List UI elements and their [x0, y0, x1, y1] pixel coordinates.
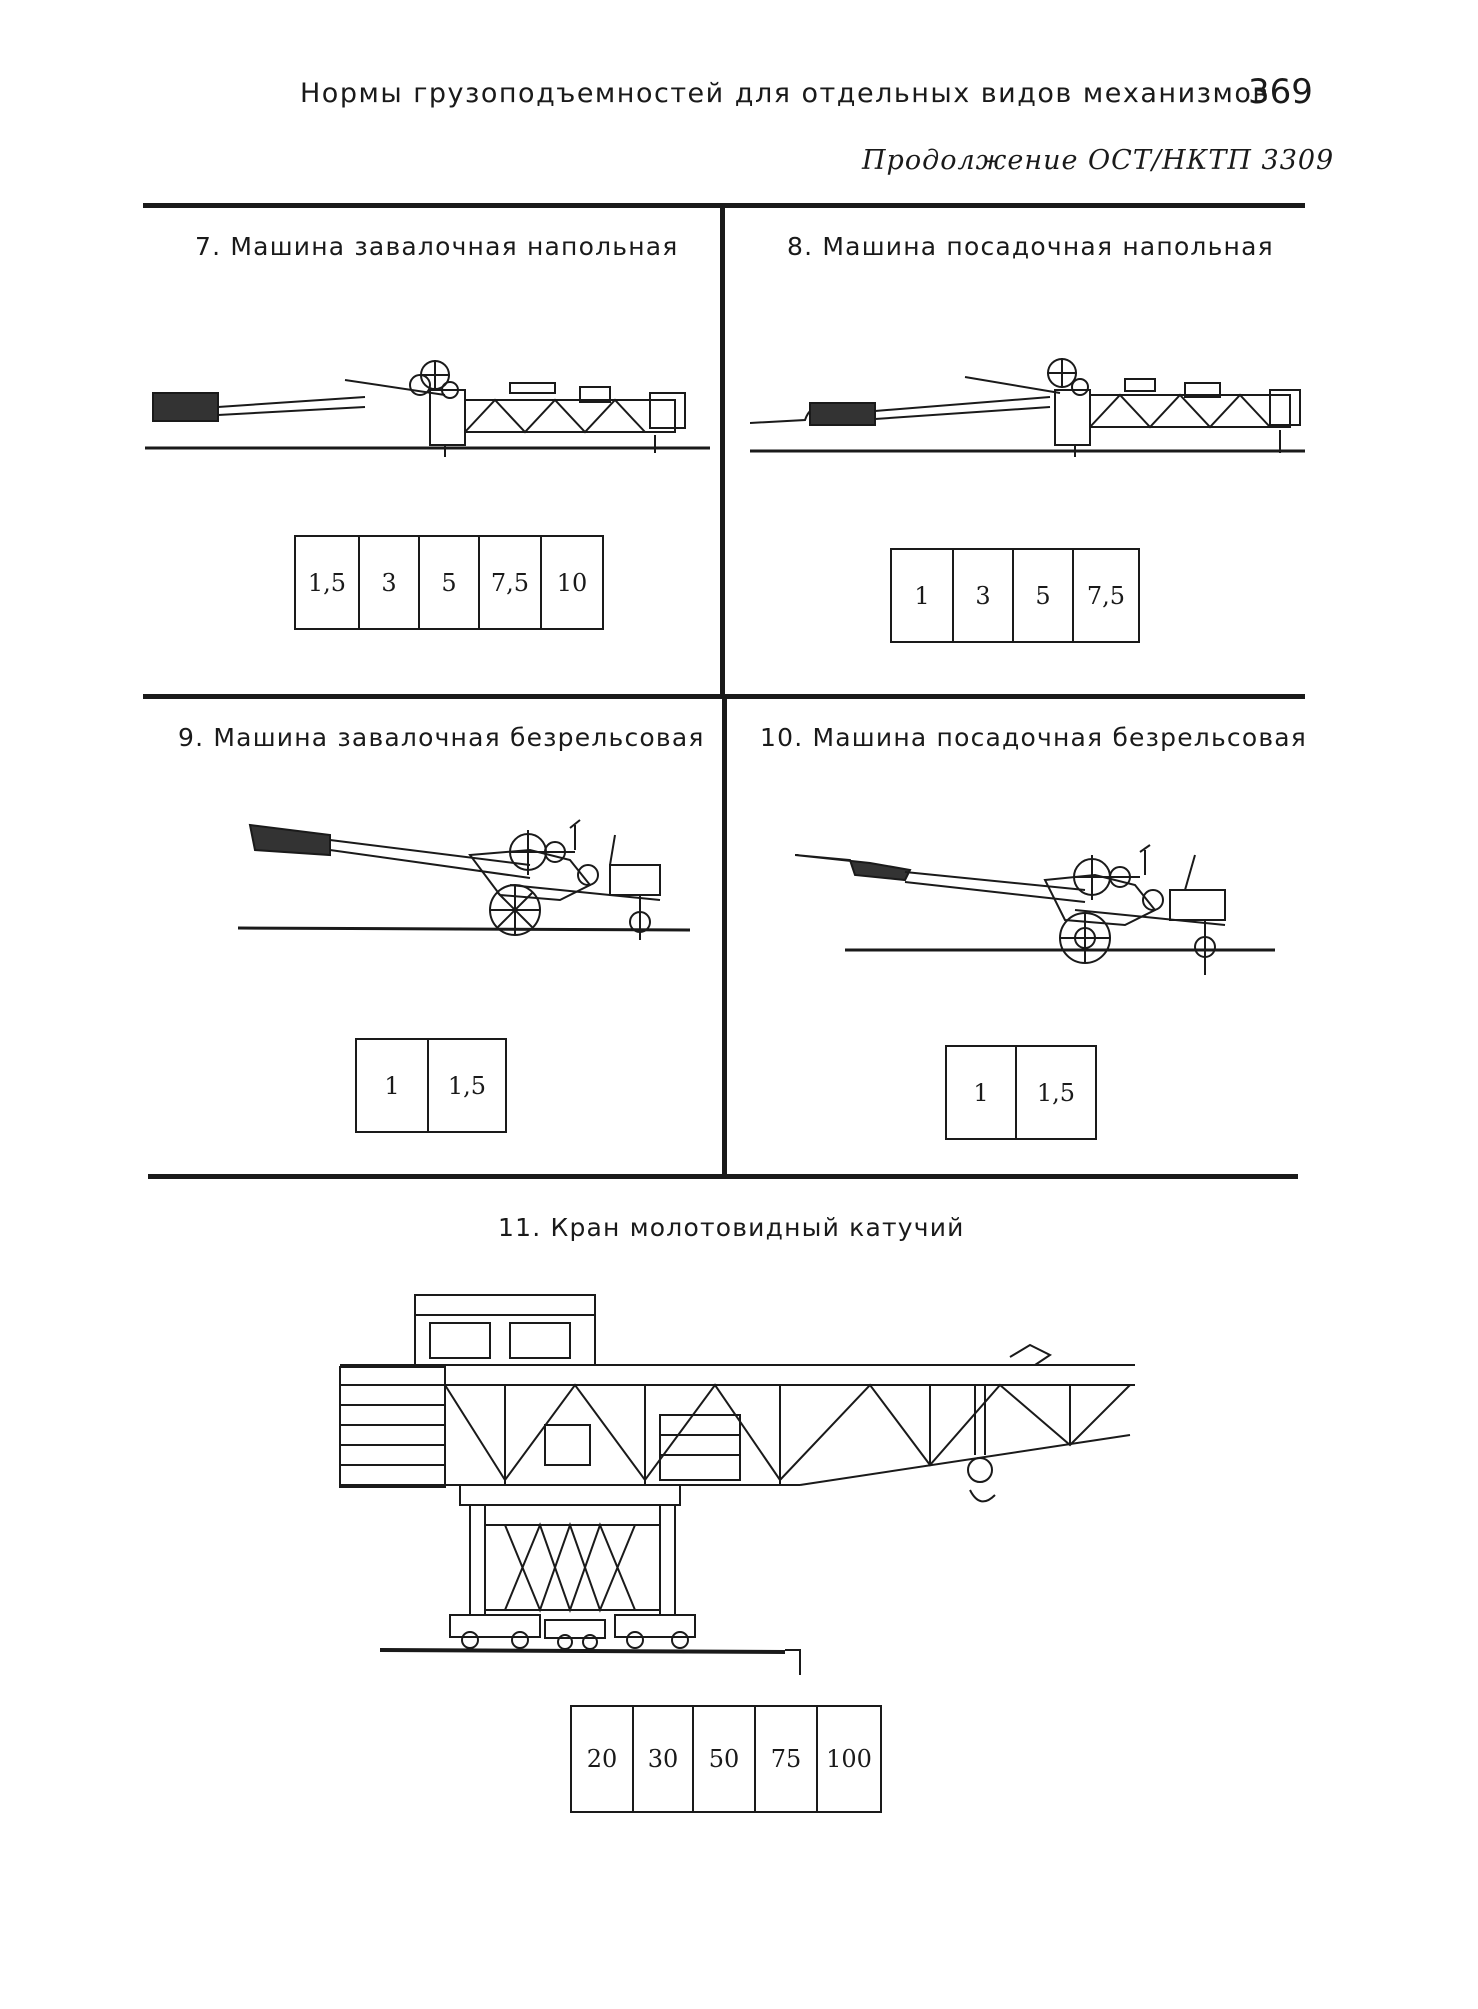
section-8-values-table: 1 3 5 7,5: [890, 548, 1140, 643]
section-11-drawing: [330, 1285, 1140, 1675]
section-11-values-table: 20 30 50 75 100: [570, 1705, 882, 1813]
value-cell: 1: [945, 1047, 1015, 1138]
value-cell: 1,5: [294, 537, 358, 628]
section-8-title: 8. Машина посадочная напольная: [787, 232, 1274, 261]
lower-rule: [148, 1174, 1298, 1179]
section-7-values-table: 1,5 3 5 7,5 10: [294, 535, 604, 630]
section-9-drawing: [230, 810, 690, 950]
center-vertical-rule-lower: [722, 699, 727, 1175]
value-cell: 30: [632, 1707, 692, 1811]
value-cell: 75: [754, 1707, 816, 1811]
value-cell: 3: [952, 550, 1012, 641]
section-7-drawing: [145, 335, 710, 460]
value-cell: 50: [692, 1707, 754, 1811]
floor-charging-machine-drawing: [145, 360, 710, 457]
page-number: 369: [1248, 72, 1313, 112]
top-rule: [143, 203, 1305, 208]
page-header-title: Нормы грузоподъемностей для отдельных ви…: [300, 78, 1270, 109]
section-7-title: 7. Машина завалочная напольная: [195, 232, 679, 261]
middle-rule: [143, 694, 1305, 699]
section-9-values-table: 1 1,5: [355, 1038, 507, 1133]
section-11-title: 11. Кран молотовидный катучий: [498, 1213, 965, 1242]
value-cell: 100: [816, 1707, 882, 1811]
value-cell: 7,5: [1072, 550, 1140, 641]
value-cell: 20: [570, 1707, 632, 1811]
section-9-title: 9. Машина завалочная безрельсовая: [178, 723, 705, 752]
value-cell: 10: [540, 537, 604, 628]
value-cell: 5: [1012, 550, 1072, 641]
value-cell: 7,5: [478, 537, 540, 628]
value-cell: 1: [890, 550, 952, 641]
page-subtitle: Продолжение ОСТ/НКТП 3309: [862, 145, 1335, 176]
section-10-drawing: [795, 830, 1275, 985]
section-10-title: 10. Машина посадочная безрельсовая: [760, 723, 1308, 752]
trackless-setting-machine-drawing: [795, 844, 1275, 975]
center-vertical-rule-upper: [720, 208, 725, 696]
section-8-drawing: [750, 335, 1305, 460]
floor-setting-machine-drawing: [750, 358, 1305, 457]
value-cell: 1: [355, 1040, 427, 1131]
value-cell: 1,5: [1015, 1047, 1097, 1138]
hammerhead-crane-drawing: [339, 1294, 1135, 1675]
trackless-charging-machine-drawing: [237, 819, 690, 940]
value-cell: 5: [418, 537, 478, 628]
value-cell: 1,5: [427, 1040, 507, 1131]
section-10-values-table: 1 1,5: [945, 1045, 1097, 1140]
value-cell: 3: [358, 537, 418, 628]
